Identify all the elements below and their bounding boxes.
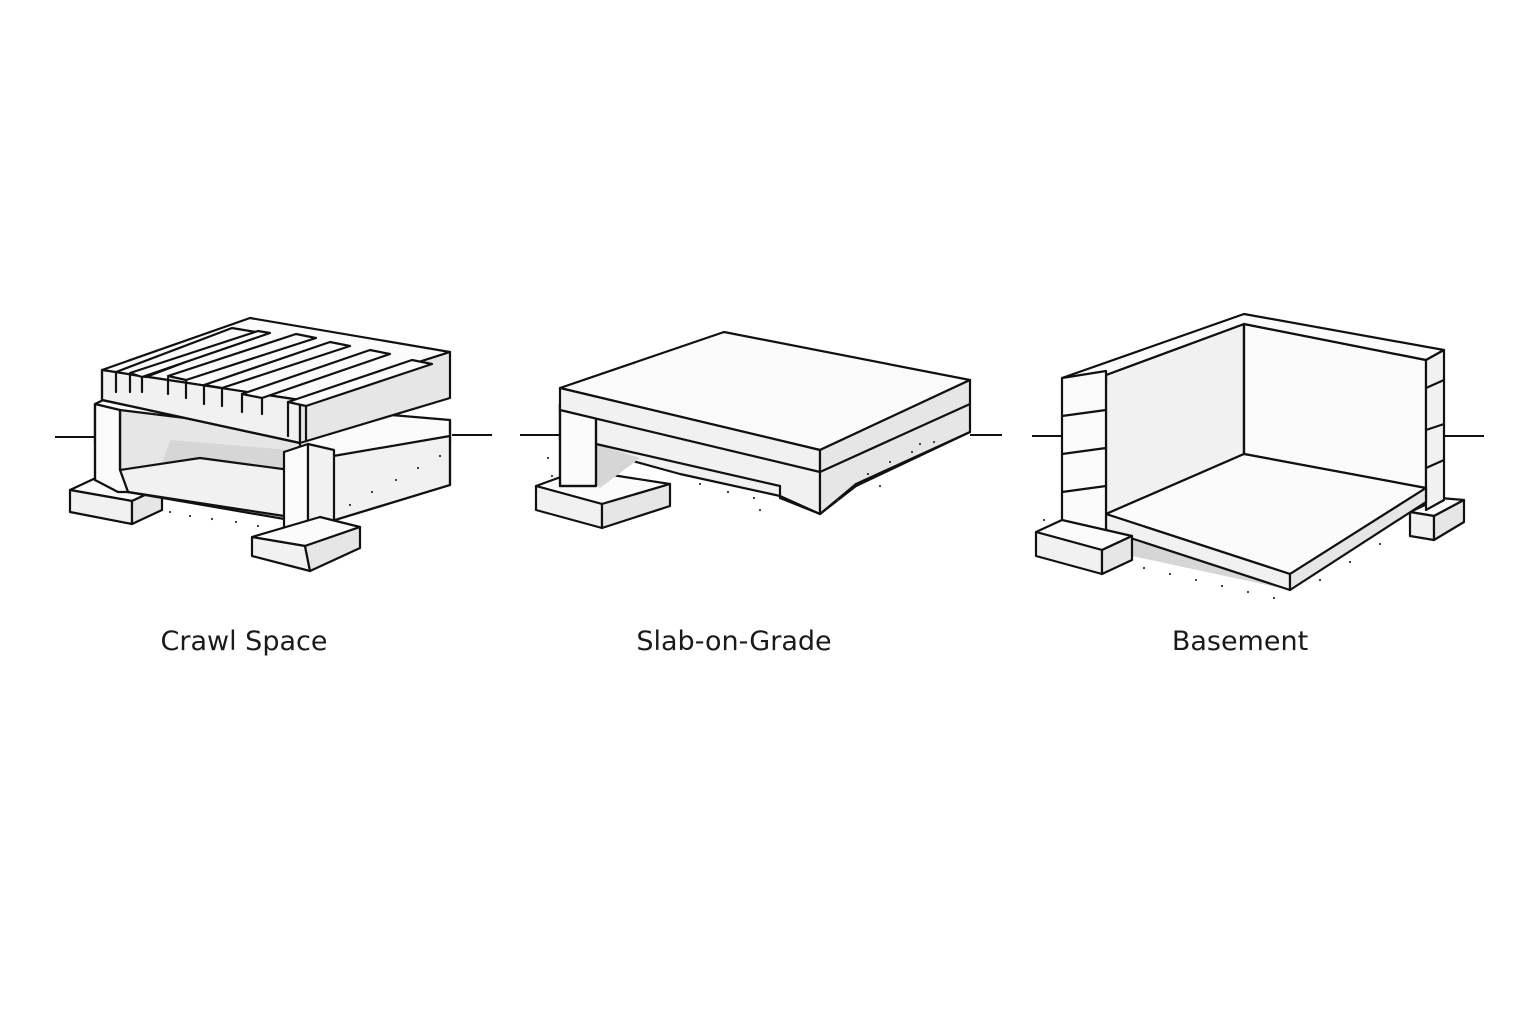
basement-illustration [1032,312,1484,600]
slab-soil-dots [546,440,936,512]
crawl-space-illustration [55,316,492,573]
crawl-floor-joists [100,316,452,445]
crawl-footing-front [250,515,362,573]
basement-floor-slab [1104,452,1428,592]
basement-soil-dots [1042,518,1382,600]
crawl-soil-dots [168,454,442,528]
slab-on-grade-label: Slab-on-Grade [636,626,832,657]
slab-on-grade-illustration [520,330,1002,530]
basement-footing-left [1034,518,1134,576]
basement-left-wall [1060,369,1108,534]
crawl-space-label: Crawl Space [160,626,328,657]
basement-footing-right [1408,496,1466,542]
basement-label: Basement [1171,626,1309,657]
slab-thickened-edge [558,402,972,516]
slab-top [558,330,972,474]
